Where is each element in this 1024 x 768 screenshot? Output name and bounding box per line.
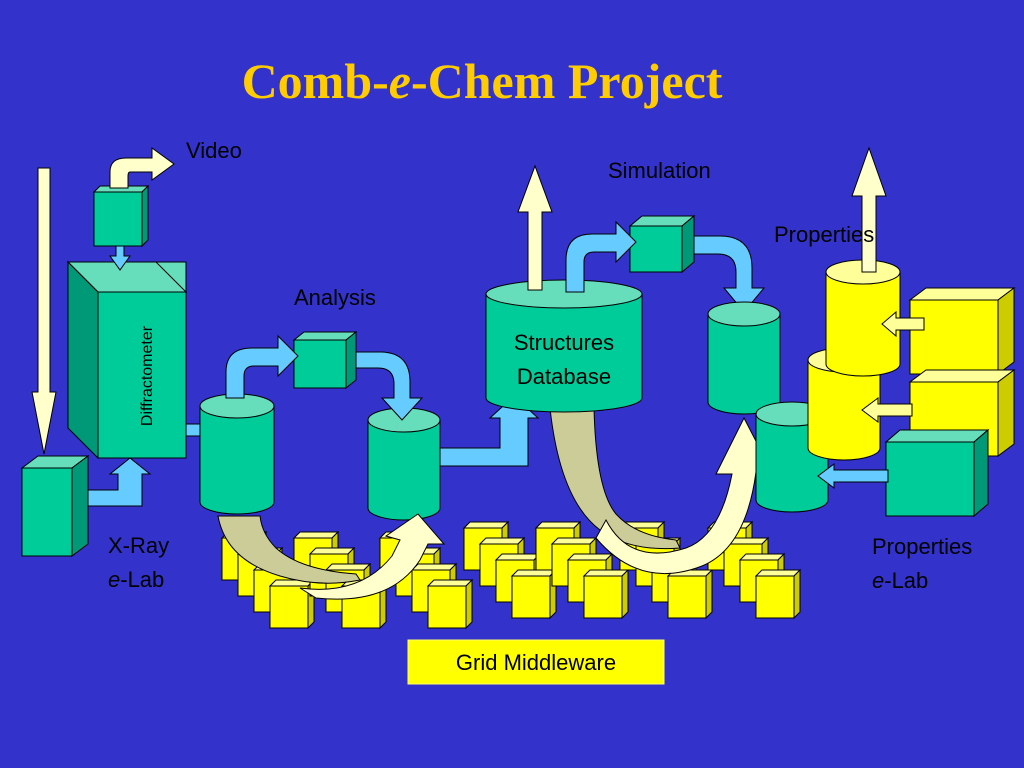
properties-elab-label-line2: e-Lab xyxy=(872,568,928,593)
analysis-loop-arrow-out xyxy=(355,351,424,421)
cube1-to-cylinder-arrow xyxy=(881,310,925,338)
analysis-label: Analysis xyxy=(294,285,376,310)
video-camera-box xyxy=(92,184,150,248)
page-title: Comb-e-Chem Project xyxy=(242,53,723,109)
camera-down-arrow xyxy=(109,245,131,271)
database-to-grid-arrow xyxy=(549,407,681,550)
diffractometer-label: Diffractometer xyxy=(139,325,156,426)
simulation-loop-arrow-out xyxy=(693,235,766,313)
simulation-box xyxy=(628,214,696,274)
input-down-arrow xyxy=(31,167,57,455)
video-out-arrow xyxy=(109,147,175,189)
database-label-line2: Database xyxy=(517,364,611,389)
simulation-loop-arrow-in xyxy=(565,220,637,293)
simulation-output-cylinder xyxy=(707,301,781,415)
properties-top-label: Properties xyxy=(774,222,874,247)
analysis-loop-arrow-in xyxy=(225,334,299,399)
xray-elab-box xyxy=(20,455,90,557)
simulation-label: Simulation xyxy=(608,158,711,183)
analysis-to-grid-arrow xyxy=(217,515,361,584)
analysis-input-cylinder xyxy=(199,393,275,515)
xray-elab-label-line1: X-Ray xyxy=(108,533,169,558)
properties-output-up-arrow xyxy=(851,146,887,273)
xray-elab-label-line2: e-Lab xyxy=(108,567,164,592)
xray-to-diffractometer-arrow xyxy=(87,457,152,507)
cube3-to-cylinder-arrow xyxy=(817,463,889,489)
video-label: Video xyxy=(186,138,242,163)
database-label-line1: Structures xyxy=(514,330,614,355)
properties-elab-label-line1: Properties xyxy=(872,534,972,559)
analysis-output-cylinder xyxy=(367,407,441,521)
grid-to-analysis-arrow xyxy=(299,513,446,600)
properties-instrument-cube-1 xyxy=(908,287,1016,375)
grid-middleware-label: Grid Middleware xyxy=(456,650,616,675)
analysis-box xyxy=(292,330,358,390)
grid-middleware-box: Grid Middleware xyxy=(407,639,665,685)
properties-instrument-cube-3 xyxy=(884,428,990,518)
diffractometer xyxy=(66,260,188,460)
structures-database xyxy=(485,279,643,413)
database-output-up-arrow xyxy=(517,164,553,291)
cube2-to-cylinder-arrow xyxy=(861,397,913,423)
